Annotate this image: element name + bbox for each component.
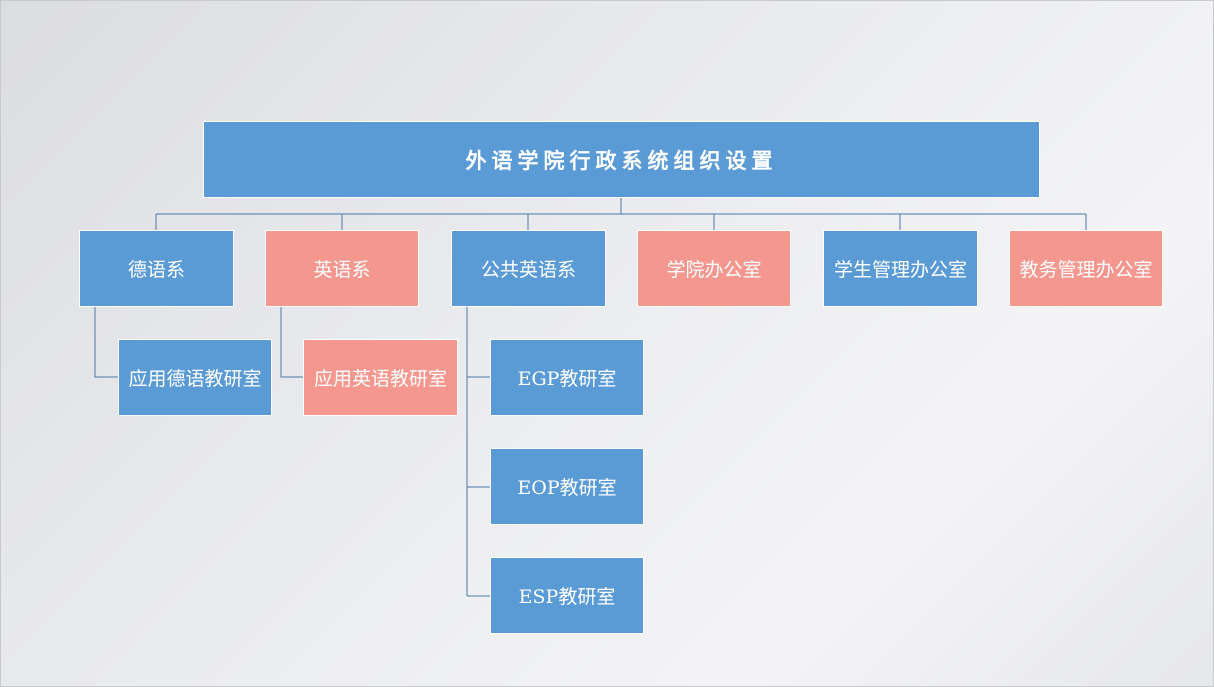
unit-esp: ESP教研室 [490, 557, 644, 634]
unit-applied-german: 应用德语教研室 [118, 339, 272, 416]
dept-college-office: 学院办公室 [637, 230, 791, 307]
dept-german: 德语系 [79, 230, 234, 307]
unit-egp: EGP教研室 [490, 339, 644, 416]
connector-german-sub [94, 306, 119, 378]
org-chart-title: 外语学院行政系统组织设置 [203, 121, 1040, 198]
dept-student-affairs-office: 学生管理办公室 [823, 230, 978, 307]
unit-eop: EOP教研室 [490, 448, 644, 525]
dept-academic-affairs-office: 教务管理办公室 [1009, 230, 1163, 307]
dept-english: 英语系 [265, 230, 419, 307]
connector-english-sub [280, 306, 304, 378]
unit-applied-english: 应用英语教研室 [303, 339, 458, 416]
dept-public-english: 公共英语系 [451, 230, 606, 307]
